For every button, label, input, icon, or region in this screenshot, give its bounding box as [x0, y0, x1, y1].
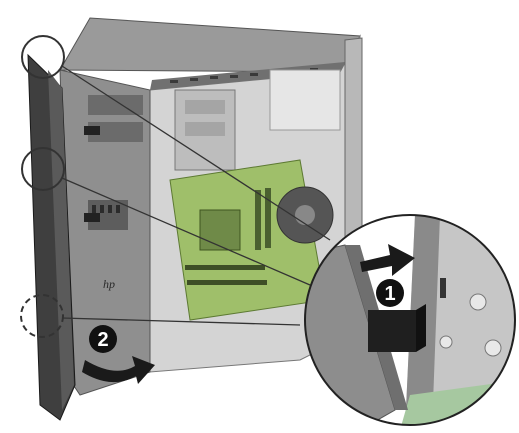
- memory-slot: [255, 190, 261, 250]
- drive-bay-slot: [185, 100, 225, 114]
- tower-top-panel: [60, 18, 360, 72]
- chassis-slot: [440, 278, 446, 298]
- pci-slot: [185, 265, 265, 270]
- bezel-tab: [84, 213, 100, 222]
- power-supply: [270, 70, 340, 130]
- optical-drive-bay: [88, 95, 143, 115]
- brand-logo: hp: [103, 277, 115, 291]
- screw-hole: [440, 336, 452, 348]
- drive-bay-slot: [185, 122, 225, 136]
- screw-hole: [485, 340, 501, 356]
- callout-1-label: 1: [384, 283, 395, 305]
- memory-slot: [265, 188, 271, 248]
- screw-hole: [470, 294, 486, 310]
- bezel-tab-magnified: [368, 310, 416, 352]
- callout-1: 1: [376, 279, 404, 307]
- callout-2: 2: [89, 325, 117, 353]
- bezel-tab: [84, 126, 100, 135]
- callout-2-label: 2: [97, 329, 108, 351]
- cpu-heatsink: [200, 210, 240, 250]
- fan-hub: [295, 205, 315, 225]
- pci-slot: [187, 280, 267, 285]
